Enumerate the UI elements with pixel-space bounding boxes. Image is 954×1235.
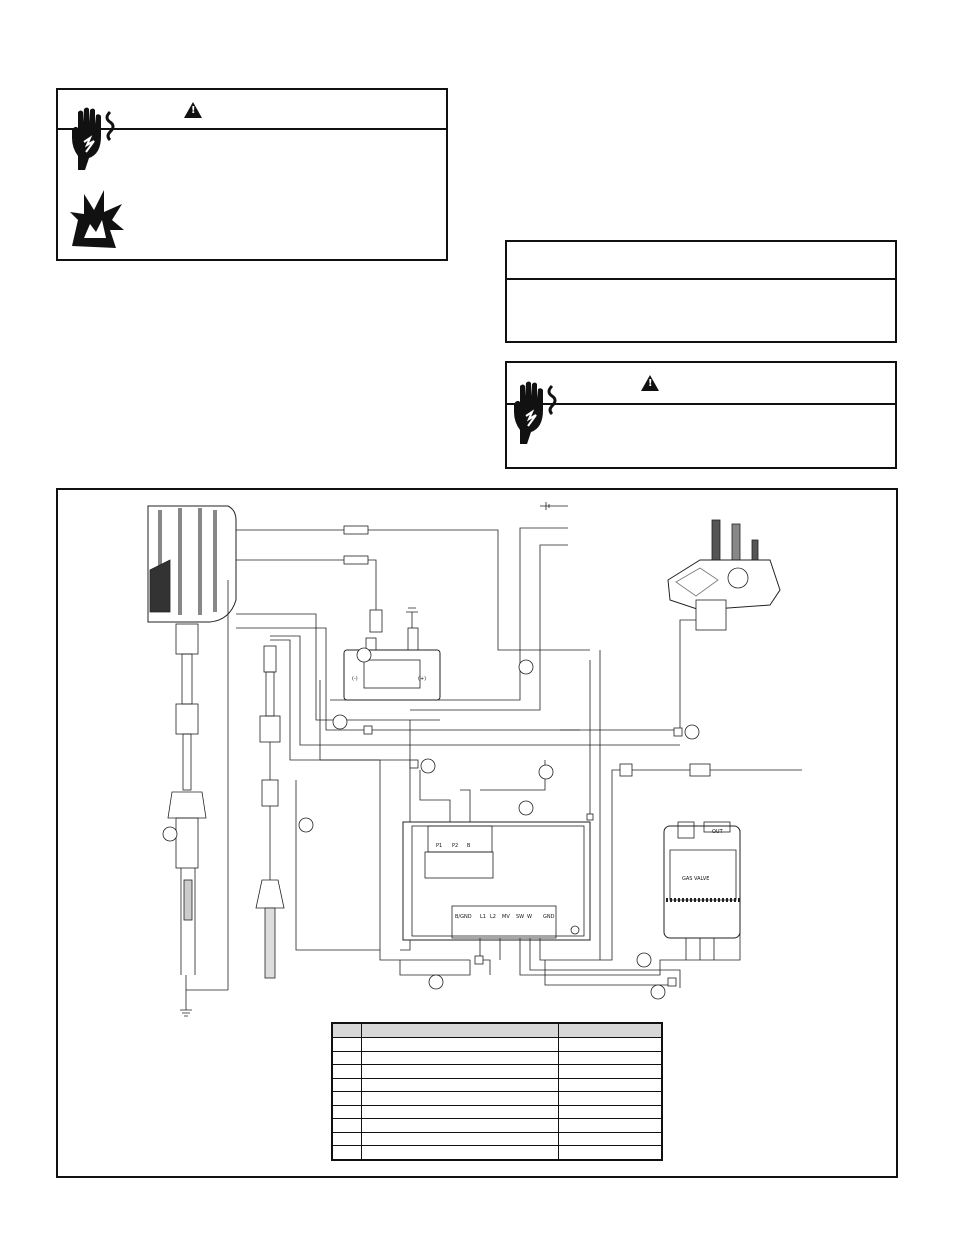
warning-triangle-icon bbox=[184, 102, 202, 118]
warning-header bbox=[58, 90, 446, 130]
table-row bbox=[332, 1051, 662, 1065]
hand-shock-icon bbox=[72, 107, 115, 170]
pilot-assembly bbox=[667, 519, 781, 631]
wiring-diagram-frame bbox=[56, 488, 898, 1178]
board-terminal-bgnd: B/GND bbox=[455, 914, 472, 920]
warning-box-electric-explosion bbox=[56, 88, 448, 261]
thermocouple-rod bbox=[255, 645, 285, 979]
ground-terminal bbox=[180, 580, 229, 1017]
warning-box-electric bbox=[505, 361, 897, 469]
board-terminal-p1: P1 bbox=[436, 843, 442, 849]
valve-out-label: OUT bbox=[712, 829, 724, 835]
board-terminal-w: W bbox=[527, 914, 532, 920]
table-header-row bbox=[332, 1023, 662, 1038]
table-row bbox=[332, 1132, 662, 1146]
note-header bbox=[507, 242, 895, 280]
hand-shock-icon bbox=[514, 381, 557, 444]
table-row bbox=[332, 1118, 662, 1133]
valve-name-label: GAS VALVE bbox=[682, 876, 709, 882]
parts-table bbox=[331, 1022, 663, 1161]
table-row bbox=[332, 1145, 662, 1160]
note-box bbox=[505, 240, 897, 343]
explosion-icon bbox=[70, 190, 124, 248]
board-terminal-l1: L1 bbox=[480, 914, 486, 920]
board-terminal-mv: MV bbox=[502, 914, 510, 920]
board-terminal-gnd: GND bbox=[543, 914, 555, 920]
table-row bbox=[332, 1037, 662, 1052]
module-plus-label: (+) bbox=[418, 676, 426, 682]
igniter-probe bbox=[147, 505, 237, 975]
module-minus-label: (-) bbox=[352, 676, 358, 682]
table-row bbox=[332, 1105, 662, 1119]
table-row bbox=[332, 1078, 662, 1092]
board-terminal-sw: SW bbox=[516, 914, 524, 920]
board-terminal-l2: L2 bbox=[490, 914, 496, 920]
warning-triangle-icon bbox=[641, 375, 659, 391]
table-row bbox=[332, 1091, 662, 1106]
board-terminal-b: B bbox=[467, 843, 471, 849]
board-terminal-p2: P2 bbox=[452, 843, 458, 849]
table-row bbox=[332, 1064, 662, 1079]
control-board bbox=[402, 821, 591, 941]
warning-header bbox=[507, 363, 895, 405]
gas-valve bbox=[663, 821, 741, 960]
